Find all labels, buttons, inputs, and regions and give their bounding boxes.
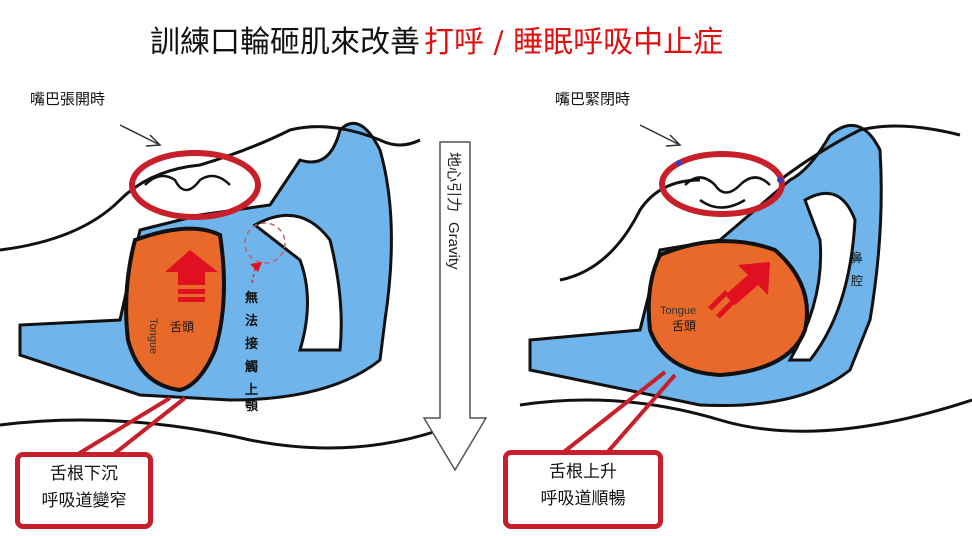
svg-text:顎: 顎 xyxy=(245,399,259,414)
right-mouth-circle xyxy=(659,151,785,217)
title: 訓練口輪砸肌來改善打呼 / 睡眠呼吸中止症 xyxy=(150,25,723,60)
dashed-target-circle xyxy=(244,222,286,264)
svg-text:觸: 觸 xyxy=(245,359,258,375)
nasal-2: 腔 xyxy=(851,273,863,288)
svg-text:法: 法 xyxy=(245,313,258,329)
pointer-arrow-icon xyxy=(119,124,162,147)
svg-text:地心引力Gravity: 地心引力 Gravity xyxy=(445,152,462,270)
right-tongue-zh: 舌頭 xyxy=(672,319,696,333)
small-arrow-icon xyxy=(250,262,262,272)
right-box-line2: 呼吸道順暢 xyxy=(540,489,626,509)
left-tongue xyxy=(124,226,226,393)
left-panel: 嘴巴張開時 Tongue 舌頭 無 法 接 觸 上 顎 xyxy=(0,90,441,467)
gravity-arrow: 地心引力 Gravity xyxy=(422,141,488,472)
right-tongue-en: Tongue xyxy=(660,305,696,317)
left-box-line1: 舌根下沉 xyxy=(50,464,118,484)
gravity-en: Gravity xyxy=(445,222,462,270)
svg-text:無: 無 xyxy=(245,290,258,306)
svg-text:接: 接 xyxy=(245,336,258,352)
left-note: 無 法 接 觸 上 顎 xyxy=(245,290,259,414)
left-tongue-en: Tongue xyxy=(147,318,159,354)
left-neck-line xyxy=(0,418,441,450)
up-arrow-icon xyxy=(165,250,218,285)
right-callout-lines xyxy=(558,370,677,457)
title-black: 訓練口輪砸肌來改善 xyxy=(150,25,420,60)
right-result-box: 舌根上升 呼吸道順暢 xyxy=(503,450,663,529)
left-tongue-zh: 舌頭 xyxy=(170,320,194,334)
diagonal-up-arrow-icon xyxy=(725,262,770,305)
right-caption: 嘴巴緊閉時 xyxy=(555,90,630,108)
svg-text:上: 上 xyxy=(245,383,258,398)
left-mouth-circle xyxy=(129,150,261,220)
right-panel: 嘴巴緊閉時 Tongue 舌頭 鼻 腔 xyxy=(519,90,972,457)
left-result-box: 舌根下沉 呼吸道變窄 xyxy=(15,452,153,529)
left-caption: 嘴巴張開時 xyxy=(30,90,105,108)
left-box-line2: 呼吸道變窄 xyxy=(41,491,127,511)
gravity-zh: 地心引力 xyxy=(445,152,462,212)
left-pharynx-wall xyxy=(252,213,343,352)
right-box-line1: 舌根上升 xyxy=(549,462,617,482)
title-red: 打呼 / 睡眠呼吸中止症 xyxy=(424,25,723,60)
right-neck-line xyxy=(519,398,972,433)
nasal-1: 鼻 xyxy=(851,250,863,265)
